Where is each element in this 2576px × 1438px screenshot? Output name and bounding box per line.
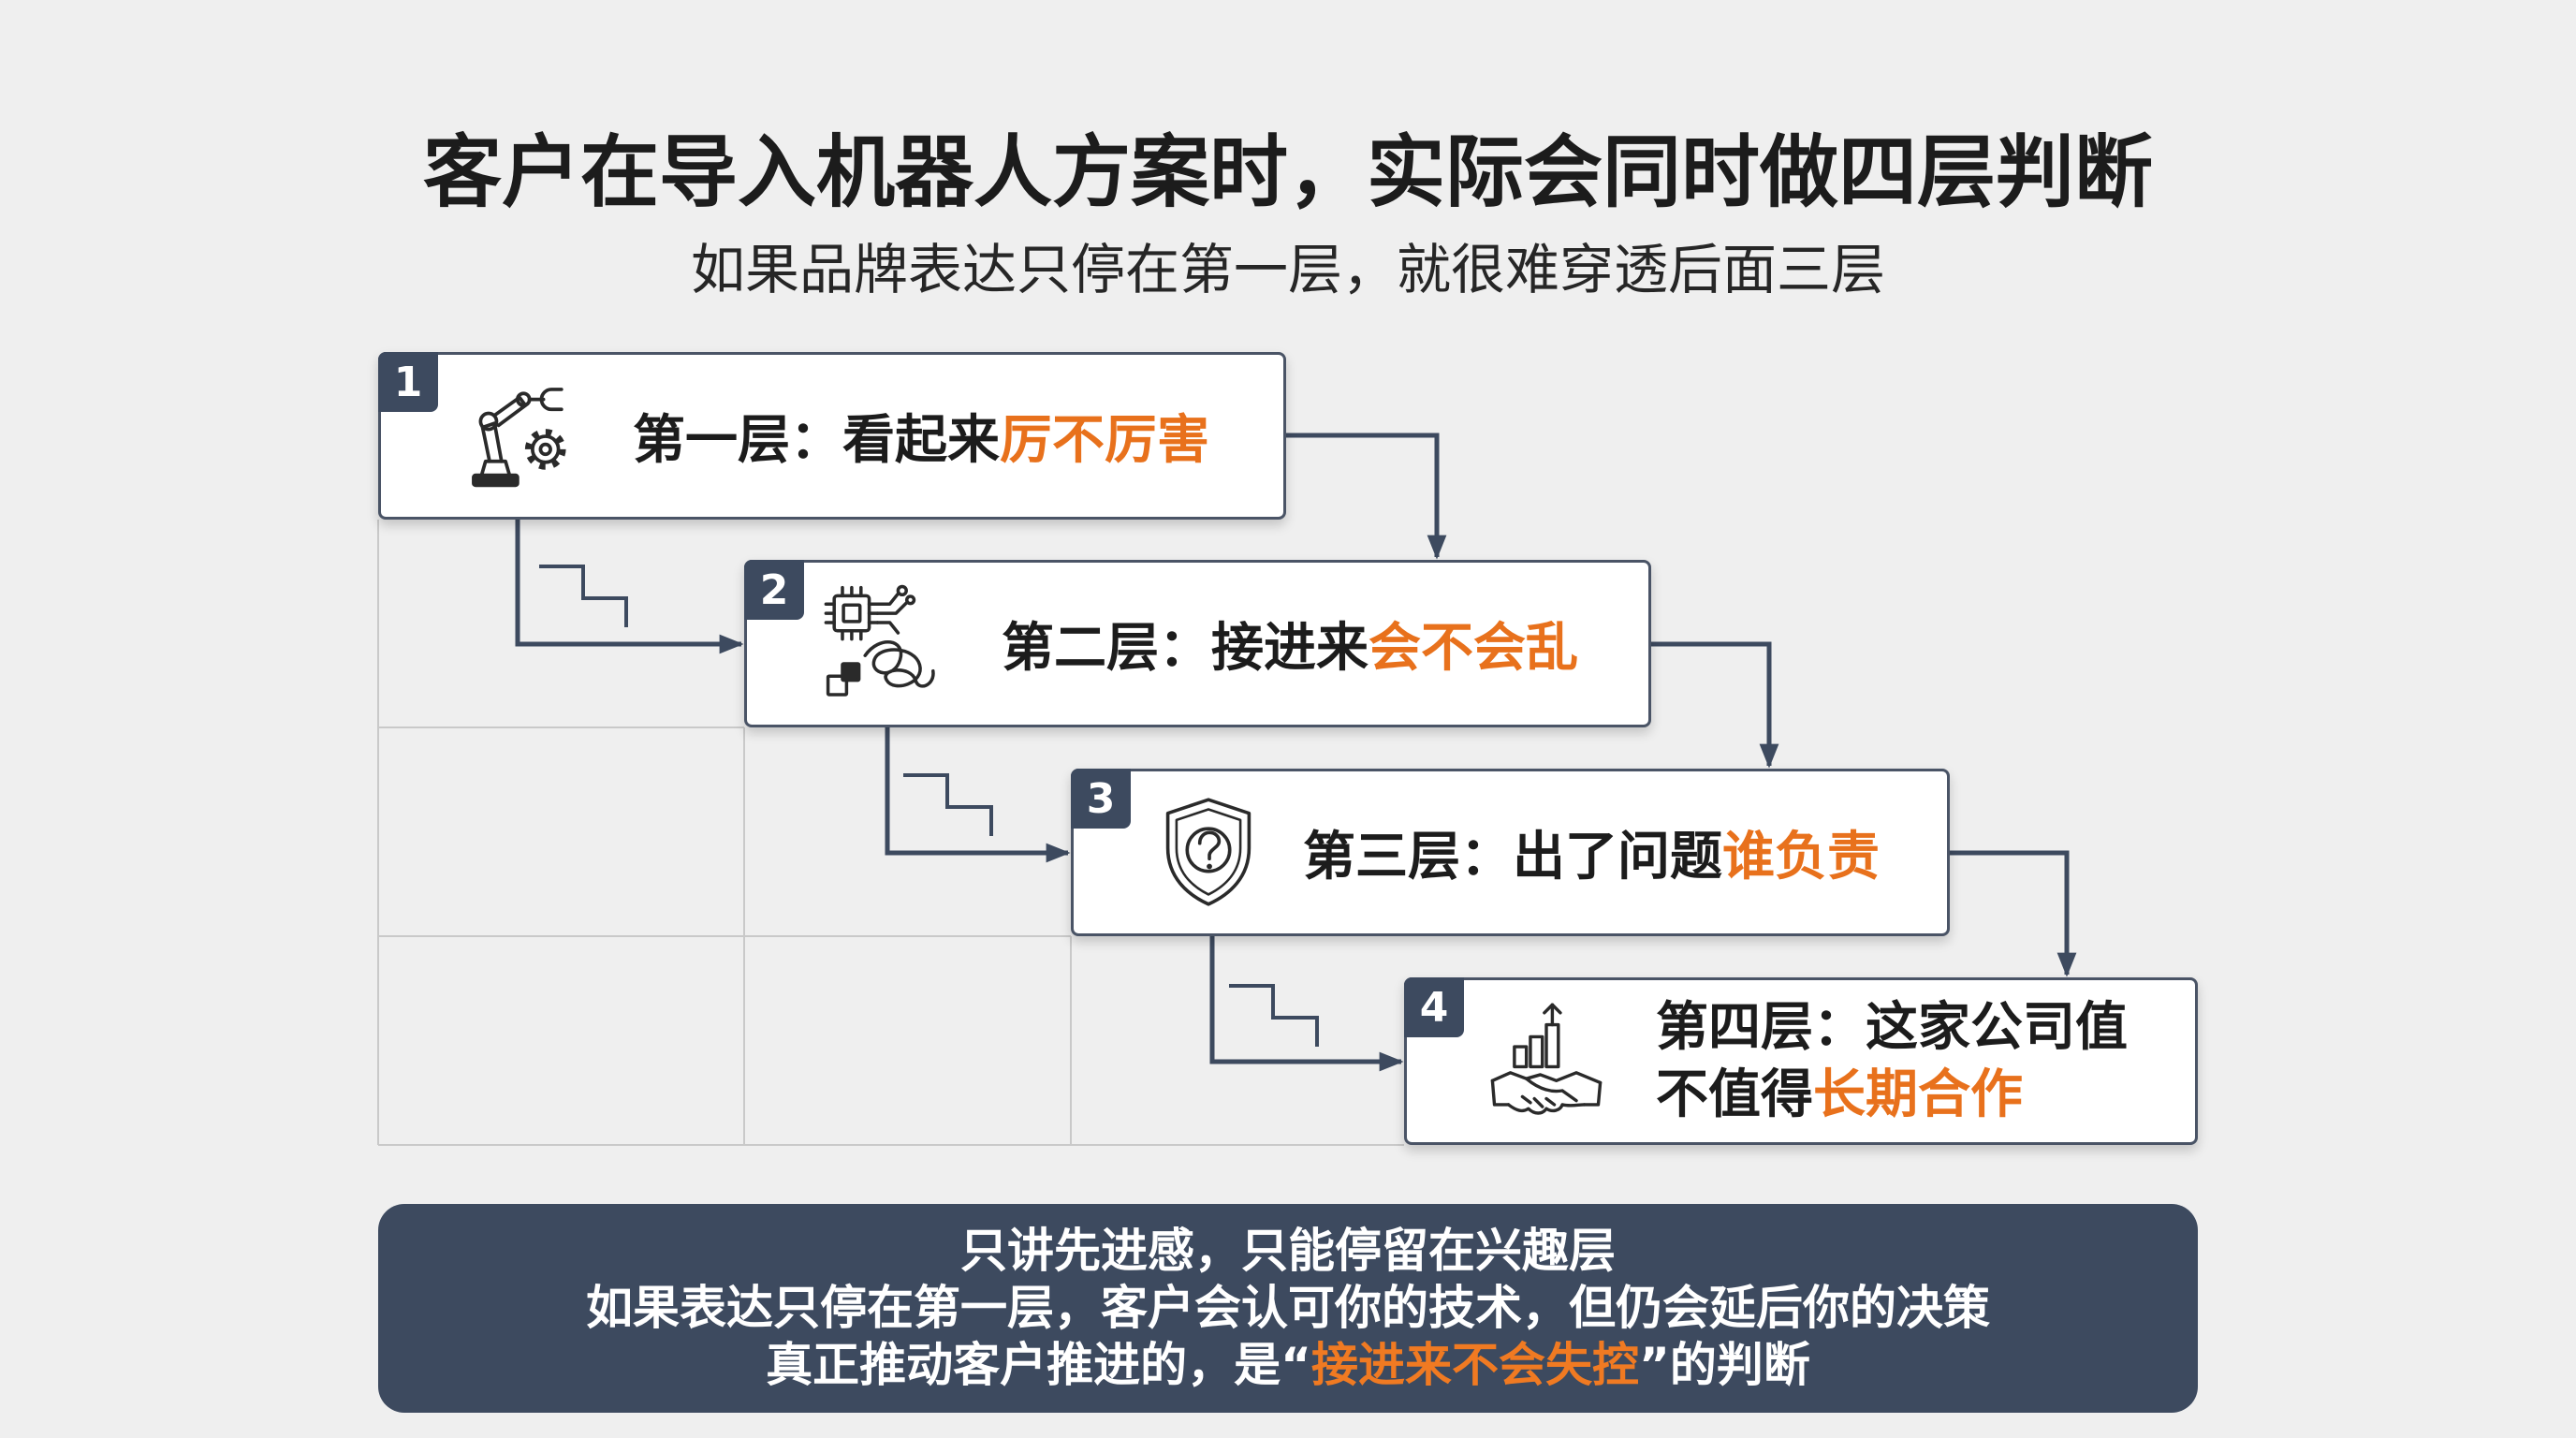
- summary-line-1: 只讲先进感，只能停留在兴趣层: [960, 1224, 1616, 1278]
- layer-number-badge: 1: [378, 352, 438, 412]
- page-subtitle: 如果品牌表达只停在第一层，就很难穿透后面三层: [690, 238, 1885, 301]
- layer-number-badge: 4: [1404, 977, 1464, 1037]
- summary-line-3-prefix: 真正推动客户推进的，是“: [766, 1338, 1311, 1392]
- layer-label-text: 第一层：看起来: [633, 410, 1000, 471]
- stairs-icon: [903, 773, 993, 836]
- layer-number-badge: 3: [1071, 769, 1131, 829]
- layer-card-3: 3 第三层：出了问题谁负责: [1071, 769, 1950, 936]
- layer-highlight: 长期合作: [1813, 1064, 2023, 1125]
- connector-arrow-1-to-2-right: [1286, 433, 1447, 560]
- layer-highlight: 会不会乱: [1368, 618, 1578, 679]
- layer-label-text: 第二层：接进来: [1002, 618, 1368, 679]
- chip-tangle-icon: [822, 581, 945, 705]
- connector-arrow-2-to-3-right: [1651, 641, 1779, 769]
- summary-banner: 只讲先进感，只能停留在兴趣层 如果表达只停在第一层，客户会认可你的技术，但仍会延…: [378, 1204, 2198, 1413]
- layer-highlight: 谁负责: [1722, 827, 1880, 888]
- layer-card-2: 2: [744, 560, 1651, 727]
- page-title: 客户在导入机器人方案时，实际会同时做四层判断: [422, 126, 2153, 218]
- layer-label: 第二层：接进来会不会乱: [1002, 563, 1578, 725]
- layer-label: 第一层：看起来厉不厉害: [633, 355, 1209, 517]
- robot-arm-icon: [460, 375, 579, 495]
- handshake-growth-icon: [1486, 1001, 1606, 1121]
- summary-line-3-highlight: 接进来不会失控: [1311, 1338, 1639, 1392]
- connector-arrow-3-to-4-right: [1950, 850, 2077, 977]
- stairs-icon: [1229, 984, 1319, 1047]
- layer-label: 第三层：出了问题谁负责: [1303, 771, 1880, 933]
- connector-arrow-2-to-3-left: [885, 727, 1071, 863]
- summary-line-2: 如果表达只停在第一层，客户会认可你的技术，但仍会延后你的决策: [586, 1281, 1990, 1335]
- connector-arrow-1-to-2-left: [515, 520, 744, 654]
- layer-label: 第四层：这家公司值 不值得长期合作: [1656, 980, 2128, 1142]
- summary-line-3: 真正推动客户推进的，是“接进来不会失控”的判断: [378, 1337, 2198, 1394]
- connector-arrow-3-to-4-left: [1209, 936, 1404, 1072]
- layer-card-4: 4 第四层：这家公司值: [1404, 977, 2198, 1145]
- layer-label-text: 第三层：出了问题: [1303, 827, 1722, 888]
- shield-question-icon: [1150, 794, 1266, 910]
- summary-line-3-suffix: ”的判断: [1639, 1338, 1810, 1392]
- layer-highlight: 厉不厉害: [1000, 410, 1209, 471]
- layer-label-line1: 第四层：这家公司值: [1656, 996, 2128, 1058]
- layer-label-text: 不值得: [1656, 1064, 1813, 1125]
- layer-number-badge: 2: [744, 560, 804, 620]
- stairs-icon: [539, 565, 628, 627]
- layer-card-1: 1 第一层：看起来厉不厉害: [378, 352, 1286, 520]
- layer-label-line2: 不值得长期合作: [1656, 1062, 2023, 1129]
